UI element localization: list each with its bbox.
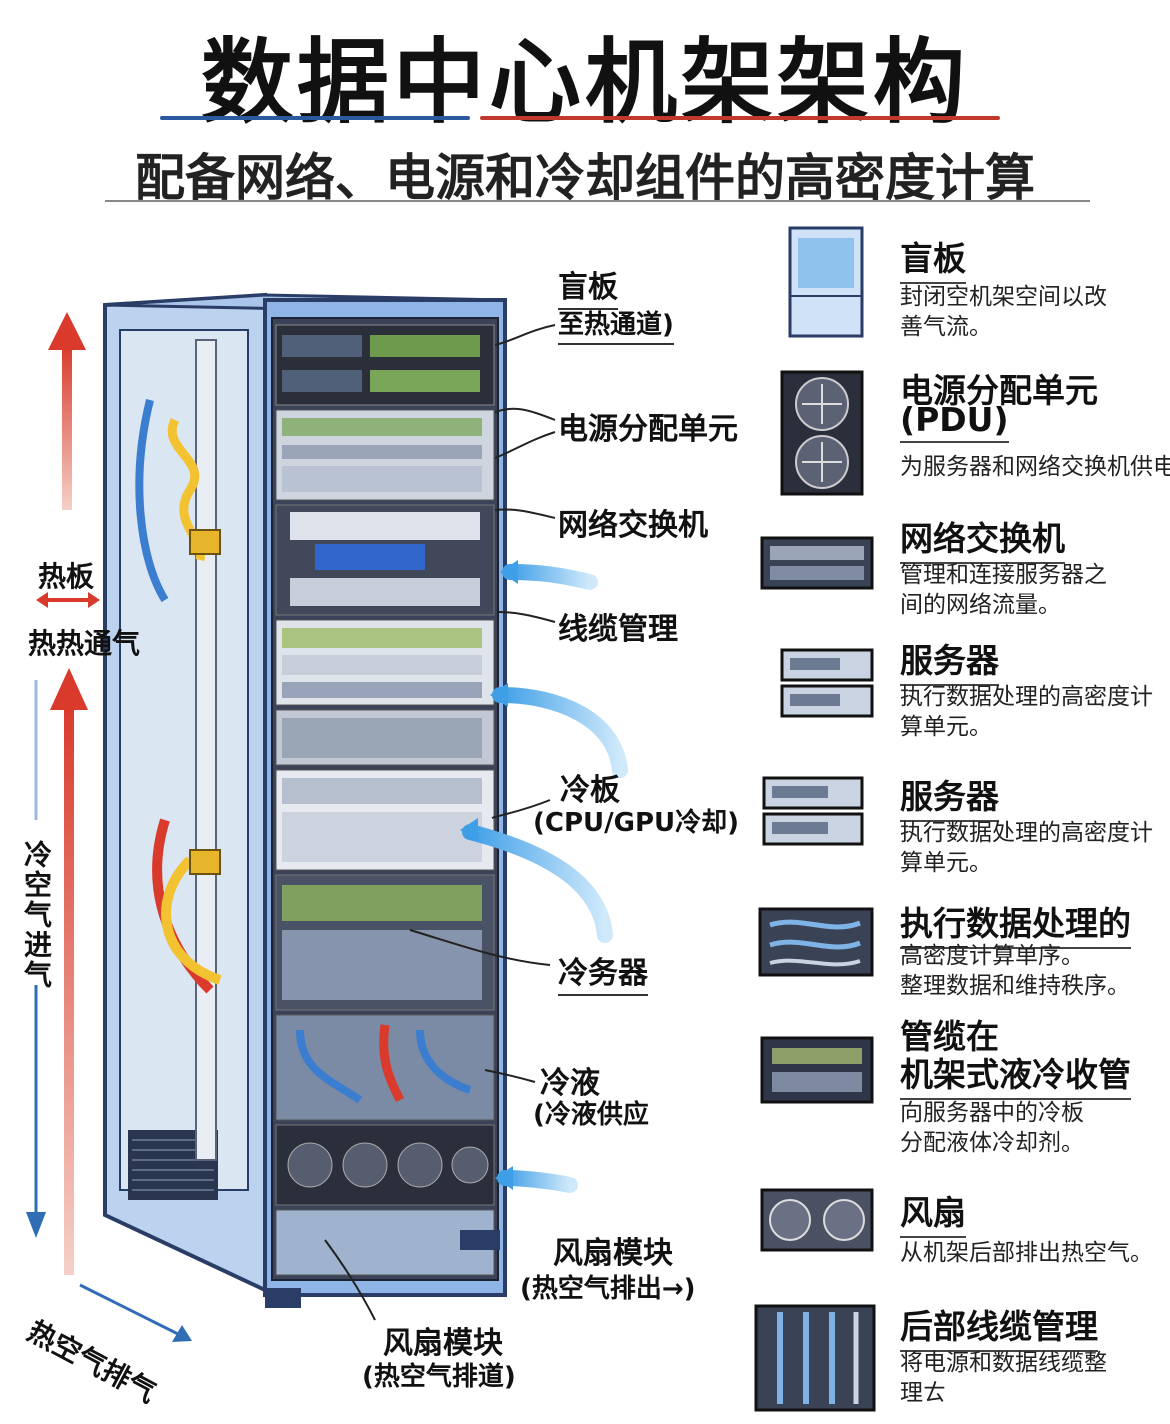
callout-lines xyxy=(324,324,556,1321)
server-icon xyxy=(780,648,874,718)
callout-network-switch: 网络交换机 xyxy=(558,508,708,543)
callout-coolant-sub: (冷液供应 xyxy=(533,1100,649,1130)
callout-blank-panel-sub: 至热通道) xyxy=(558,304,674,345)
cold-air-arrow xyxy=(26,680,46,1238)
title-underline-blue xyxy=(160,116,470,120)
callout-fan-module-1: 风扇模块 xyxy=(553,1236,673,1271)
legend-item-server-1: 服务器 执行数据处理的高密度计 算单元。 xyxy=(750,632,1170,752)
fan-icon xyxy=(760,1188,874,1252)
legend-item-server-2: 服务器 执行数据处理的高密度计 算单元。 xyxy=(750,768,1170,888)
callout-pdu: 电源分配单元 xyxy=(558,412,738,447)
hot-plate-label: 热板 xyxy=(38,560,95,593)
legend-item-cable-management: 执行数据处理的 高密度计算单序。 整理数据和维持秩序。 xyxy=(750,895,1170,1015)
hot-vent-double-arrow xyxy=(36,592,100,608)
callout-fan-module-1-sub: (热空气排出→) xyxy=(520,1274,696,1304)
callout-cold-server: 冷务器 xyxy=(558,948,648,996)
exhaust-arrow xyxy=(79,1283,192,1342)
network-switch-icon xyxy=(760,536,874,590)
legend-item-liquid-cooling: 管缆在 机架式液冷收管 向服务器中的冷板 分配液体冷却剂。 xyxy=(750,1008,1170,1168)
rack-equipment xyxy=(275,324,495,1276)
callout-fan-module-2-sub: (热空气排道) xyxy=(362,1362,516,1392)
callout-blank-panel: 盲板 xyxy=(558,262,618,310)
callout-fan-module-2: 风扇模块 xyxy=(383,1326,503,1361)
cable-management-icon xyxy=(758,907,874,977)
liquid-cooling-manifold-icon xyxy=(760,1036,874,1104)
subtitle-underline xyxy=(105,200,1090,202)
legend-item-network-switch: 网络交换机 管理和连接服务器之 间的网络流量。 xyxy=(750,508,1170,618)
cold-intake-label: 冷空气进气 xyxy=(20,840,53,990)
title-underline-red xyxy=(480,116,1000,120)
legend-item-rear-cable-management: 后部线缆管理 将电源和数据线缆整 理ㄊ xyxy=(750,1298,1170,1418)
legend-item-fan: 风扇 从机架后部排出热空气。 xyxy=(750,1178,1170,1288)
hot-air-arrow-upper xyxy=(48,312,86,510)
server-icon xyxy=(762,776,864,846)
rear-cable-management-icon xyxy=(754,1304,876,1412)
callout-coolant: 冷液 xyxy=(540,1066,600,1101)
callout-cold-plate: 冷板 xyxy=(560,773,620,808)
page-subtitle: 配备网络、电源和冷却组件的高密度计算 xyxy=(135,149,1035,207)
callout-cable-management: 线缆管理 xyxy=(558,612,678,647)
hot-air-arrow-lower xyxy=(50,668,88,1275)
hot-vent-label: 热热通气 xyxy=(28,627,141,660)
blank-panel-icon xyxy=(788,226,864,338)
pdu-icon xyxy=(780,370,864,496)
callout-cold-plate-sub: (CPU/GPU冷却) xyxy=(533,808,740,838)
legend-item-pdu: 电源分配单元 (PDU) 为服务器和网络交换机供电。 xyxy=(750,362,1170,502)
legend-item-blank-panel: 盲板 封闭空机架空间以改 善气流。 xyxy=(750,222,1170,352)
